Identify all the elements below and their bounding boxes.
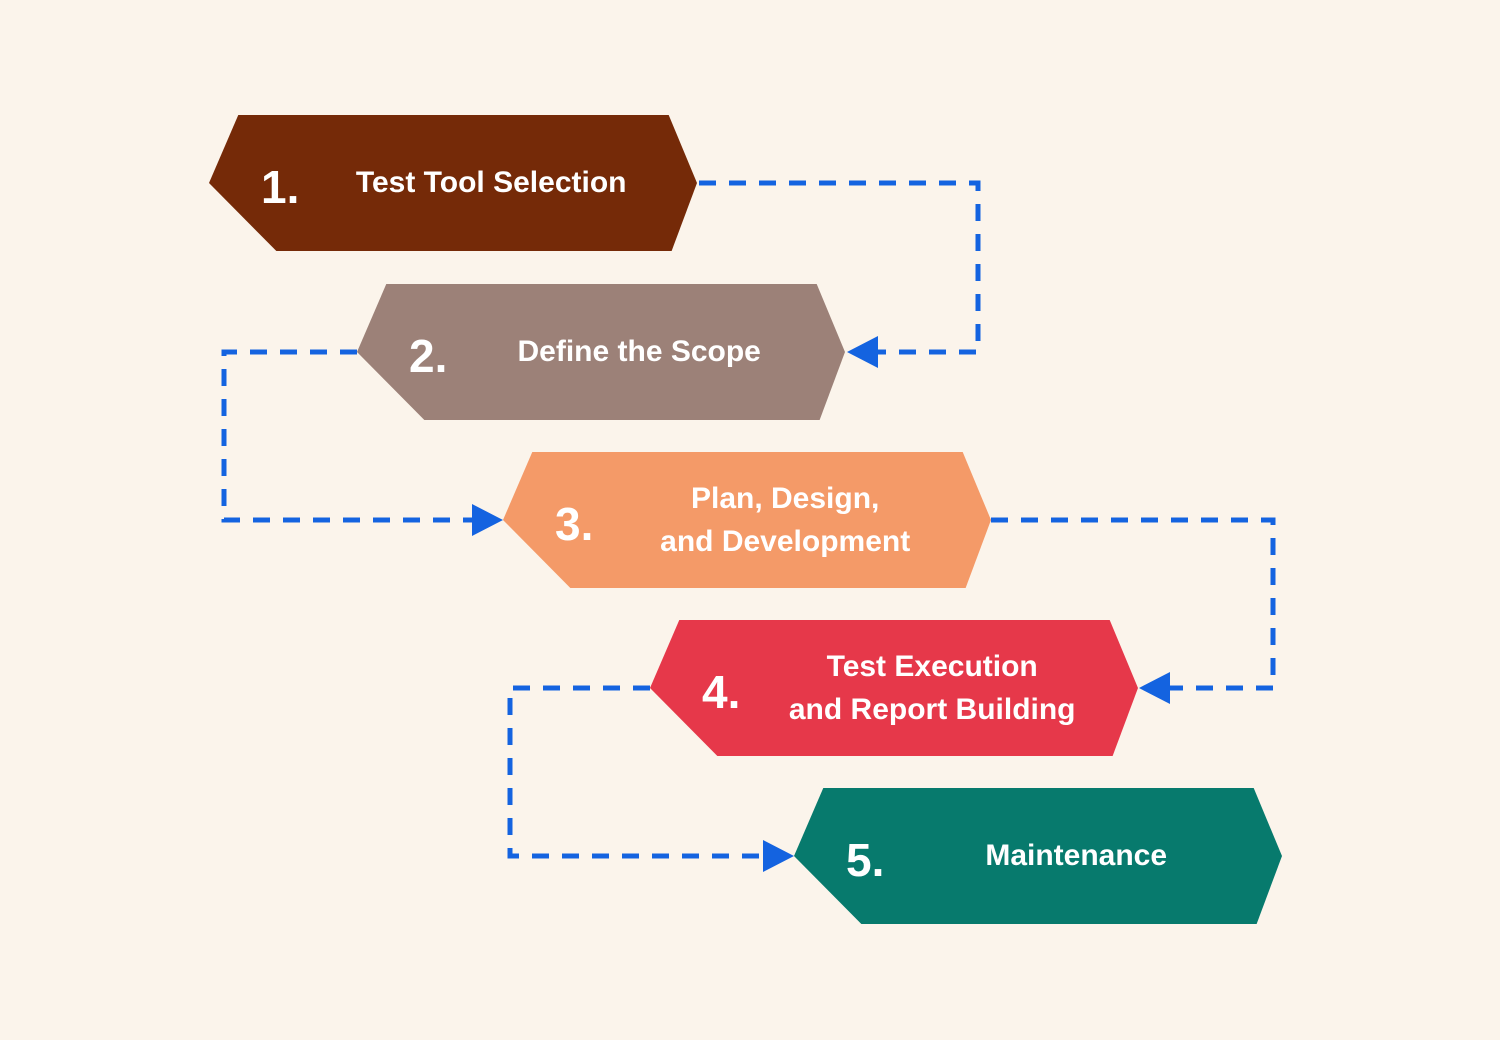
step-3-label: Plan, Design, and Development (593, 477, 991, 564)
step-5-shape: 5. Maintenance (794, 788, 1282, 924)
step-2-label: Define the Scope (447, 330, 845, 374)
step-3-shape: 3. Plan, Design, and Development (503, 452, 991, 588)
connector-2-arrowhead (472, 504, 503, 536)
connector-3-arrowhead (1139, 672, 1170, 704)
step-4-shape: 4. Test Execution and Report Building (650, 620, 1138, 756)
step-5-number: 5. (846, 834, 885, 886)
step-4-number: 4. (702, 666, 741, 718)
step-1-label: Test Tool Selection (299, 161, 697, 205)
step-2-label-line1: Define the Scope (517, 335, 761, 369)
step-3-label-line1: Plan, Design, (690, 481, 880, 515)
step-1-label-line1: Test Tool Selection (355, 166, 627, 200)
connector-1-line (699, 180, 981, 355)
connector-4-arrowhead (763, 840, 794, 872)
connector-3-line (991, 517, 1276, 691)
step-1-shape: 1. Test Tool Selection (209, 115, 697, 251)
step-4-label-line2: and Report Building (788, 693, 1076, 726)
step-2-shape: 2. Define the Scope (357, 284, 845, 420)
step-1-number: 1. (261, 161, 300, 213)
step-5-label-line1: Maintenance (985, 839, 1168, 873)
connector-1-arrowhead (847, 336, 878, 368)
step-4-label-line1: Test Execution (826, 649, 1038, 683)
step-2-number: 2. (409, 330, 448, 382)
step-3-number: 3. (555, 498, 594, 550)
connector-4-line (507, 685, 763, 859)
step-4-label: Test Execution and Report Building (740, 645, 1138, 732)
step-3-label-line2: and Development (660, 525, 911, 558)
connector-2-line (221, 349, 472, 523)
step-5-label: Maintenance (884, 834, 1282, 878)
